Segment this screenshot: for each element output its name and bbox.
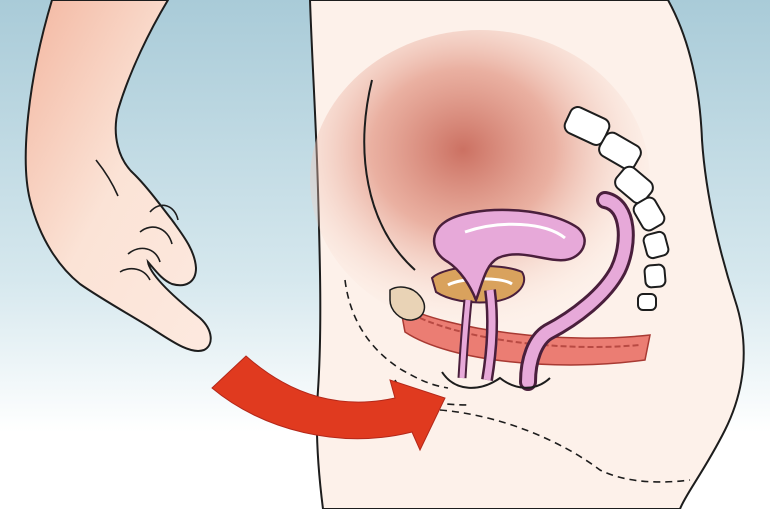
pelvic-floor-illustration xyxy=(0,0,770,509)
